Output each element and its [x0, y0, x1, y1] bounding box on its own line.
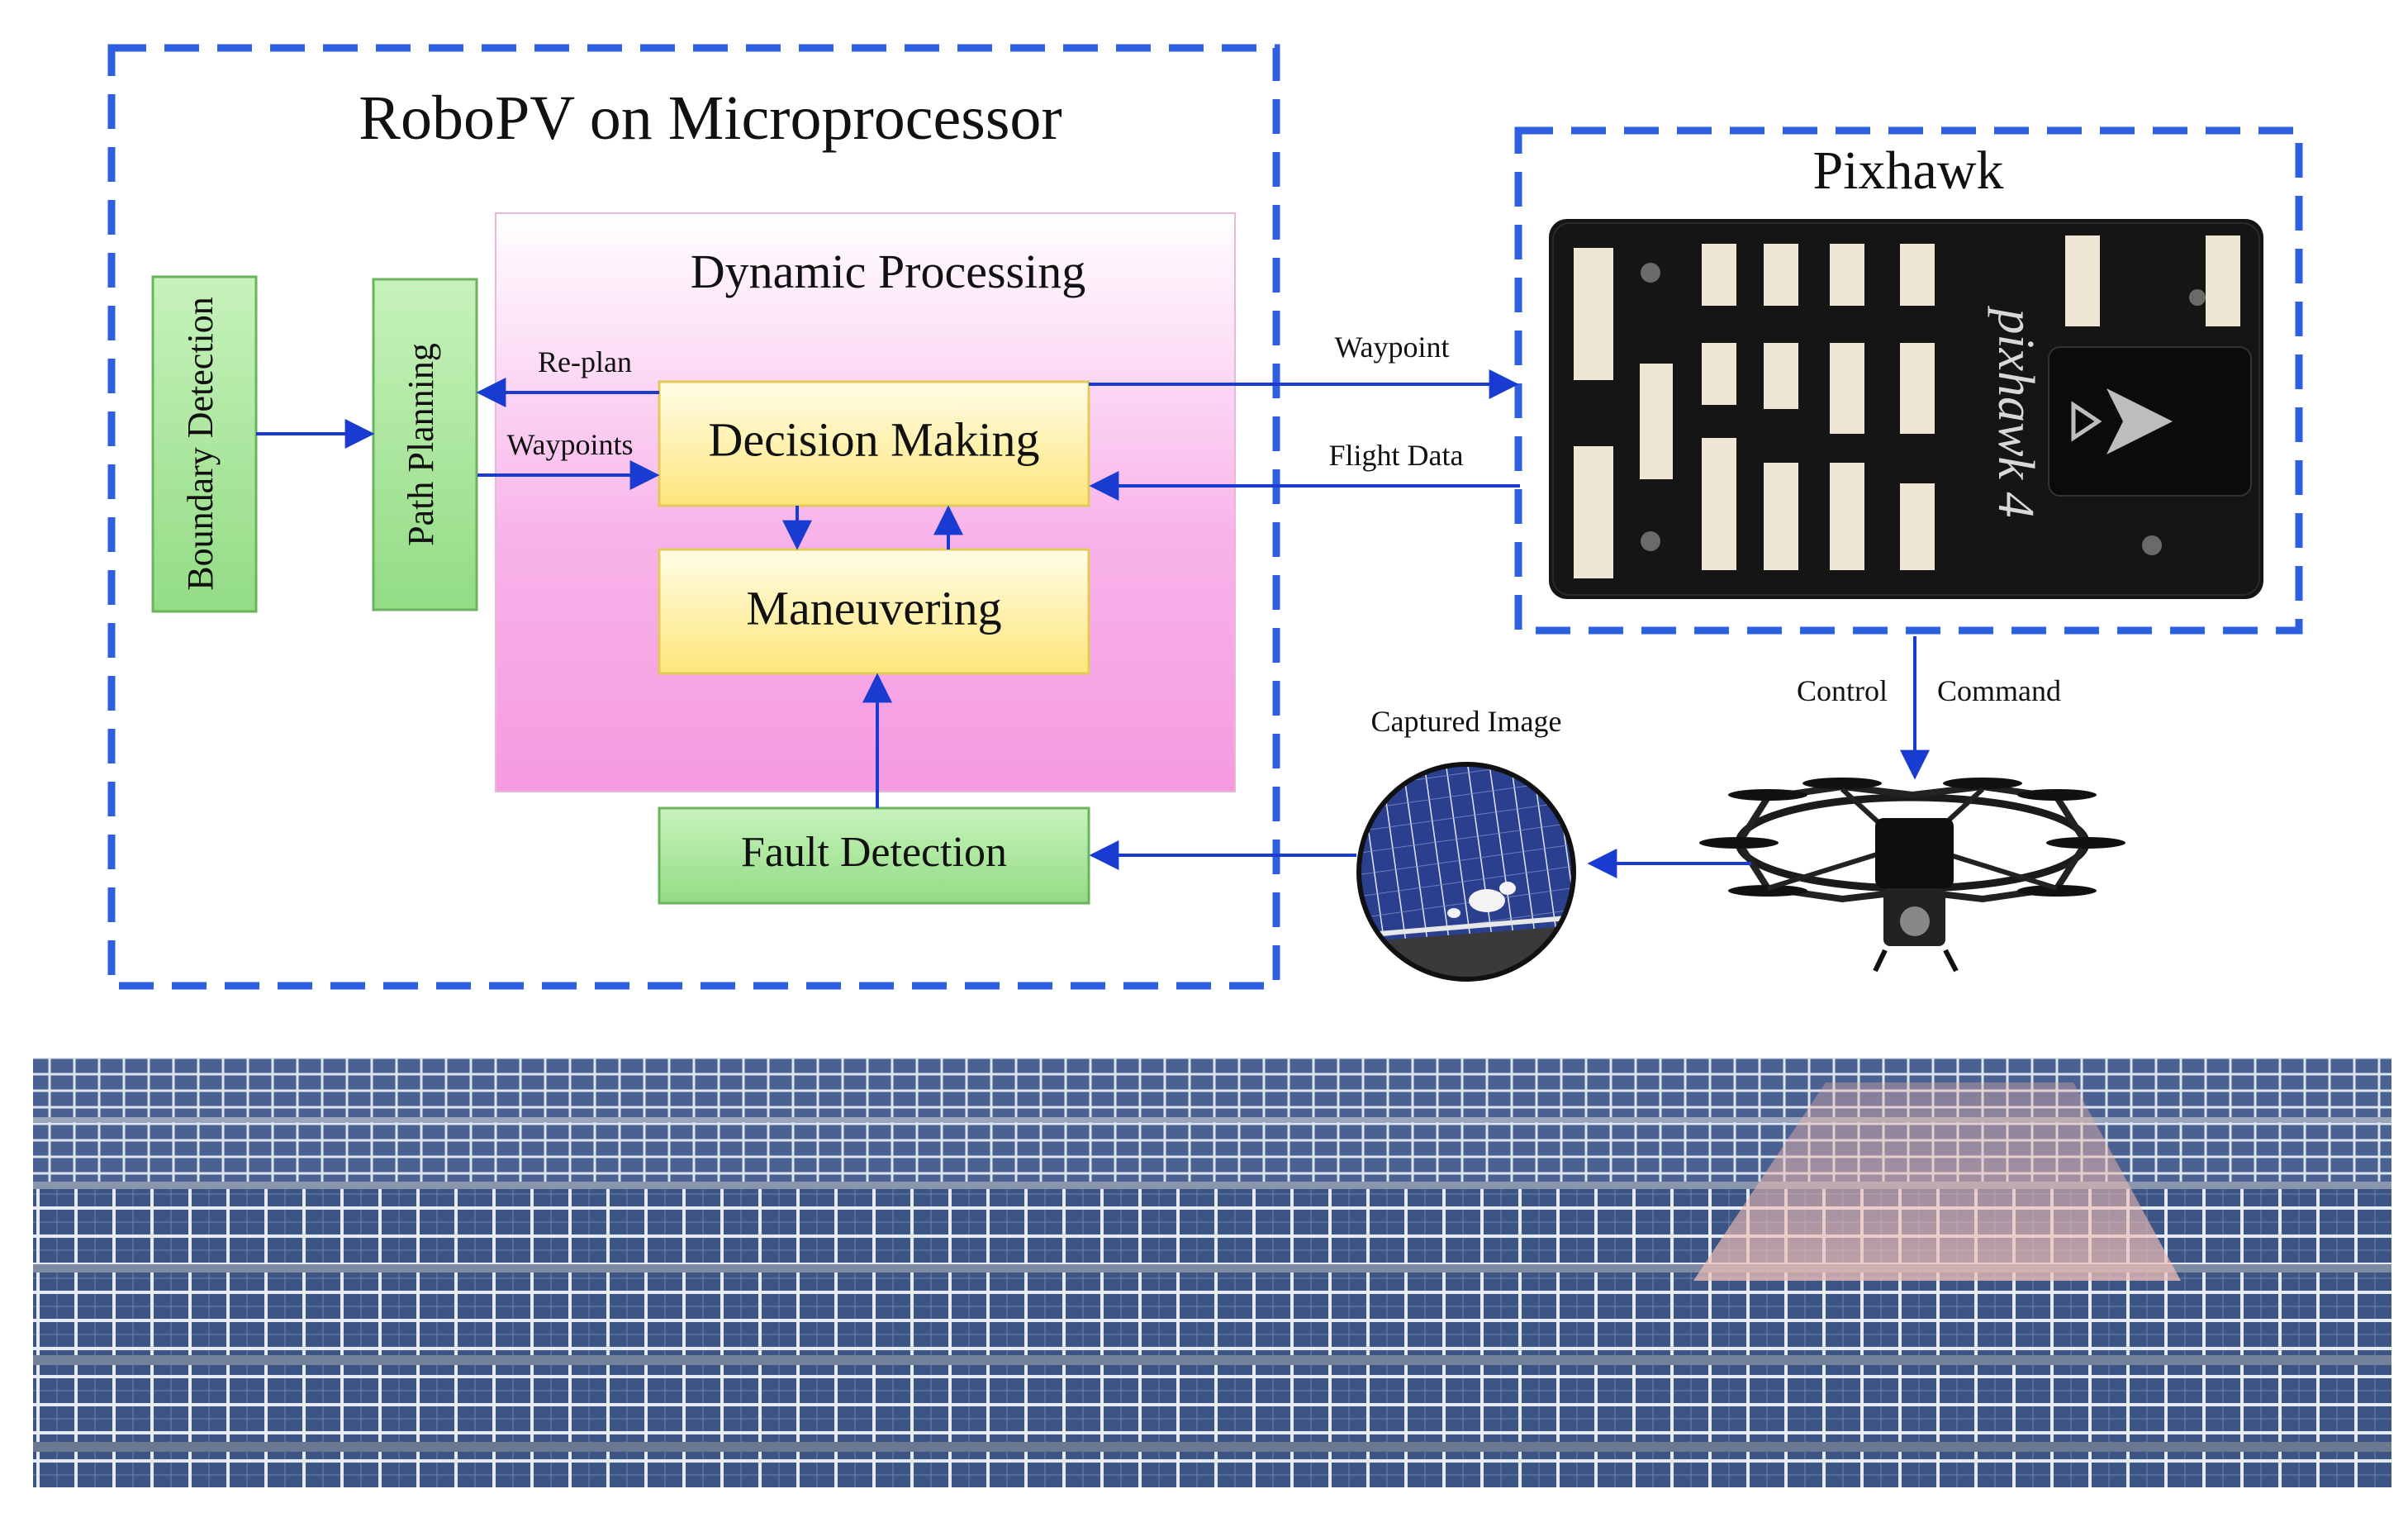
path-planning-box	[372, 278, 478, 611]
led-triangle-icon	[2071, 401, 2102, 442]
captured-image-label: Captured Image	[1371, 705, 1562, 738]
flight-data-label: Flight Data	[1329, 439, 1464, 472]
control-label: Control	[1797, 674, 1888, 707]
maneuvering-box	[658, 548, 1090, 675]
solar-farm-photo	[33, 1058, 2391, 1487]
drone-icon	[1699, 778, 2125, 973]
boundary-detection-label: Boundary Detection	[180, 297, 221, 591]
pixhawk-brand-text: pixhawk 4	[1988, 305, 2044, 517]
decision-making-box	[658, 380, 1090, 507]
boundary-detection-box	[151, 275, 258, 613]
fault-detection-box	[658, 806, 1090, 905]
decision-making-label: Decision Making	[708, 412, 1039, 466]
robopv-boundary	[107, 44, 1280, 990]
pixhawk-title: Pixhawk	[1813, 140, 2004, 201]
camera-footprint	[1693, 1082, 2181, 1281]
waypoint-label: Waypoint	[1334, 331, 1449, 364]
replan-label: Re-plan	[538, 345, 632, 378]
robopv-title: RoboPV on Microprocessor	[359, 83, 1062, 153]
pixhawk-boundary	[1514, 126, 2303, 635]
waypoints-label: Waypoints	[506, 428, 633, 461]
command-label: Command	[1937, 674, 2061, 707]
captured-image-circle	[1356, 762, 1576, 982]
fault-detection-label: Fault Detection	[741, 829, 1007, 876]
forward-arrow-icon	[2106, 388, 2173, 454]
maneuvering-label: Maneuvering	[746, 581, 1001, 635]
pixhawk-board: pixhawk 4	[1549, 219, 2263, 599]
dynamic-processing-title: Dynamic Processing	[691, 245, 1085, 298]
path-planning-label: Path Planning	[401, 343, 441, 546]
